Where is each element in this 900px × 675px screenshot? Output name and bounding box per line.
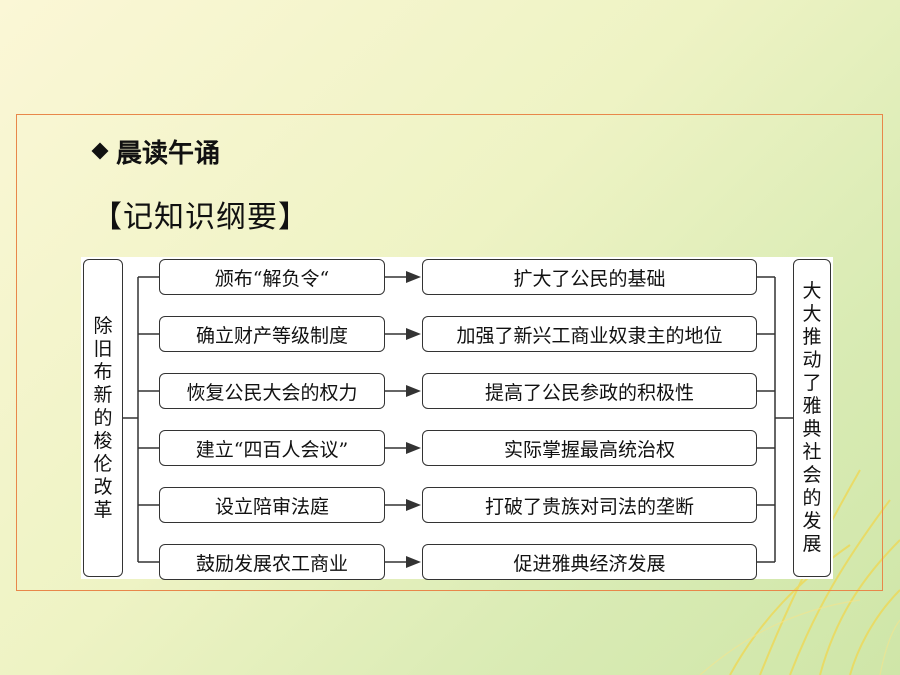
- diamond-bullet-icon: [92, 143, 108, 159]
- left-label-box: 除旧布新的梭伦改革: [83, 259, 123, 577]
- left-label-char: 旧: [93, 337, 113, 360]
- diagram-connectors: [123, 271, 793, 568]
- arrow-head-icon: [406, 385, 421, 397]
- right-label-char: 大: [802, 280, 822, 302]
- measure-box: 鼓励发展农工商业: [159, 544, 385, 580]
- right-label-char: 大: [802, 303, 822, 325]
- right-label-box: 大大推动了雅典社会的发展: [793, 259, 831, 577]
- measure-box: 确立财产等级制度: [159, 316, 385, 352]
- right-label-char: 雅: [802, 395, 822, 417]
- arrow-head-icon: [406, 271, 421, 283]
- effect-box: 提高了公民参政的积极性: [422, 373, 757, 409]
- effect-box: 加强了新兴工商业奴隶主的地位: [422, 316, 757, 352]
- right-label-char: 发: [802, 510, 822, 532]
- right-label-char: 动: [802, 349, 822, 371]
- left-label-char: 梭: [93, 429, 113, 452]
- reform-diagram: 除旧布新的梭伦改革 颁布“解负令“扩大了公民的基础确立财产等级制度加强了新兴工商…: [81, 257, 833, 580]
- effect-box: 打破了贵族对司法的垄断: [422, 487, 757, 523]
- measure-box: 建立“四百人会议”: [159, 430, 385, 466]
- right-label-char: 展: [802, 533, 822, 555]
- right-label-char: 推: [802, 326, 822, 348]
- left-label-char: 除: [93, 314, 113, 337]
- left-label-char: 新: [93, 383, 113, 406]
- right-label-char: 社: [802, 441, 822, 463]
- measure-box: 恢复公民大会的权力: [159, 373, 385, 409]
- right-label-char: 了: [802, 372, 822, 394]
- right-label-char: 会: [802, 464, 822, 486]
- effect-box: 扩大了公民的基础: [422, 259, 757, 295]
- right-label-char: 典: [802, 418, 822, 440]
- left-label-char: 布: [93, 360, 113, 383]
- left-label-char: 改: [93, 475, 113, 498]
- content-frame: [16, 114, 883, 591]
- subheading: 【记知识纲要】: [92, 200, 309, 235]
- left-label-char: 的: [93, 406, 113, 429]
- effect-box: 促进雅典经济发展: [422, 544, 757, 580]
- left-label-char: 伦: [93, 452, 113, 475]
- arrow-head-icon: [406, 499, 421, 511]
- arrow-head-icon: [406, 556, 421, 568]
- arrow-head-icon: [406, 328, 421, 340]
- section-heading-text: 晨读午诵: [116, 138, 221, 169]
- measure-box: 颁布“解负令“: [159, 259, 385, 295]
- effect-box: 实际掌握最高统治权: [422, 430, 757, 466]
- right-label-char: 的: [802, 487, 822, 509]
- left-label-char: 革: [93, 498, 113, 521]
- measure-box: 设立陪审法庭: [159, 487, 385, 523]
- section-heading: 晨读午诵: [92, 134, 221, 169]
- arrow-head-icon: [406, 442, 421, 454]
